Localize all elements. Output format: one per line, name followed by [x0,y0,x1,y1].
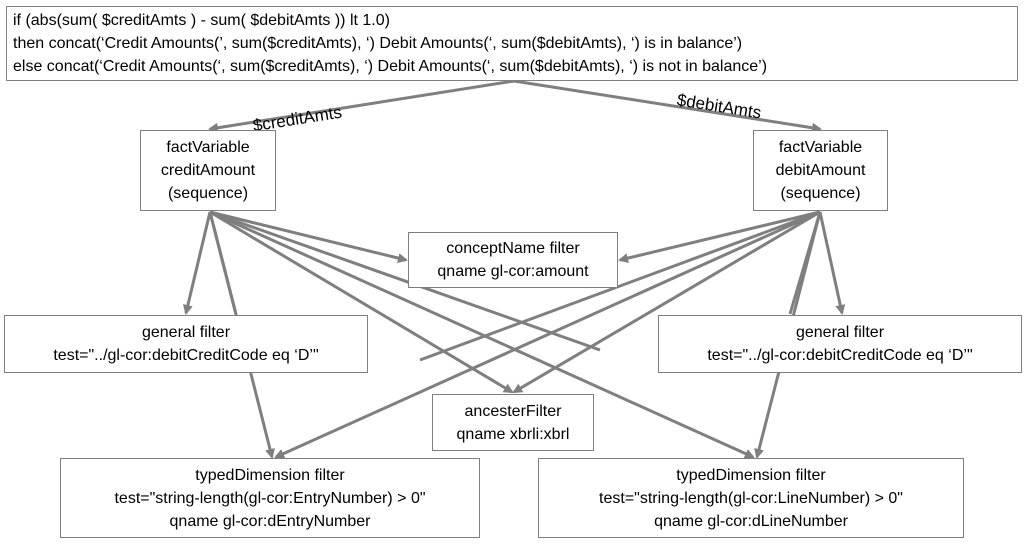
edge-formula-to-debit [513,79,822,133]
edge-debit-to-general-left [419,210,821,362]
fact-credit-line-2: creditAmount [160,162,256,179]
typed-left-line-1: typedDimension filter [195,466,345,484]
concept-filter-line-1: conceptName filter [446,240,580,257]
fact-debit-line-1: factVariable [778,139,863,156]
typed-left-line-3: qname gl-cor:dEntryNumber [169,512,371,530]
general-left-line-2: test="../gl-cor:debitCreditCode eq ‘D’" [53,347,319,364]
edge-credit-to-general-right [209,210,601,352]
formula-line-3: else concat(‘Credit Amounts(‘, sum($cred… [13,58,768,75]
fact-credit-line-1: factVariable [166,139,250,156]
edge-formula-to-credit [208,79,515,133]
typed-dimension-filter-left-box: typedDimension filter test="string-lengt… [60,458,480,538]
general-left-line-1: general filter [141,324,231,341]
typed-right-line-2: test="string-length(gl-cor:LineNumber) >… [599,489,903,507]
edge-credit-to-ancester [209,210,514,394]
concept-name-filter-box: conceptName filter qname gl-cor:amount [408,232,618,288]
edge-debit-to-general-right [818,211,846,315]
fact-variable-debit-box: factVariable debitAmount (sequence) [753,130,888,211]
ancester-filter-box: ancesterFilter qname xbrli:xbrl [432,394,594,451]
edge-debit-to-concept [618,210,821,263]
fact-credit-line-3: (sequence) [167,185,249,202]
edge-label-debit: $debitAmts [676,90,763,122]
typed-right-line-3: qname gl-cor:dLineNumber [654,512,848,530]
fact-variable-credit-box: factVariable creditAmount (sequence) [140,130,276,211]
edge-credit-to-concept [209,210,408,263]
edge-credit-to-general-left [182,211,212,315]
fact-debit-line-3: (sequence) [780,185,861,202]
typed-dimension-filter-right-box: typedDimension filter test="string-lengt… [538,458,964,538]
ancester-filter-line-2: qname xbrli:xbrl [456,425,570,443]
formula-line-2: then concat(‘Credit Amounts(’, sum($cred… [13,35,743,52]
general-filter-left-box: general filter test="../gl-cor:debitCred… [4,315,368,373]
concept-filter-line-2: qname gl-cor:amount [437,263,589,280]
formula-line-1: if (abs(sum( $creditAmts ) - sum( $debit… [13,12,390,29]
formula-box: if (abs(sum( $creditAmts ) - sum( $debit… [6,6,1018,81]
edge-debit-to-ancester [512,210,821,394]
typed-left-line-2: test="string-length(gl-cor:EntryNumber) … [114,489,426,507]
ancester-filter-line-1: ancesterFilter [464,402,562,420]
edge-credit-to-typed-right [209,210,755,459]
general-right-line-1: general filter [795,324,885,341]
general-filter-right-box: general filter test="../gl-cor:debitCred… [658,315,1022,373]
general-right-line-2: test="../gl-cor:debitCreditCode eq ‘D’" [707,347,973,364]
typed-right-line-1: typedDimension filter [676,466,826,484]
edge-debit-to-typed-left [274,210,821,459]
fact-debit-line-2: debitAmount [775,162,866,179]
